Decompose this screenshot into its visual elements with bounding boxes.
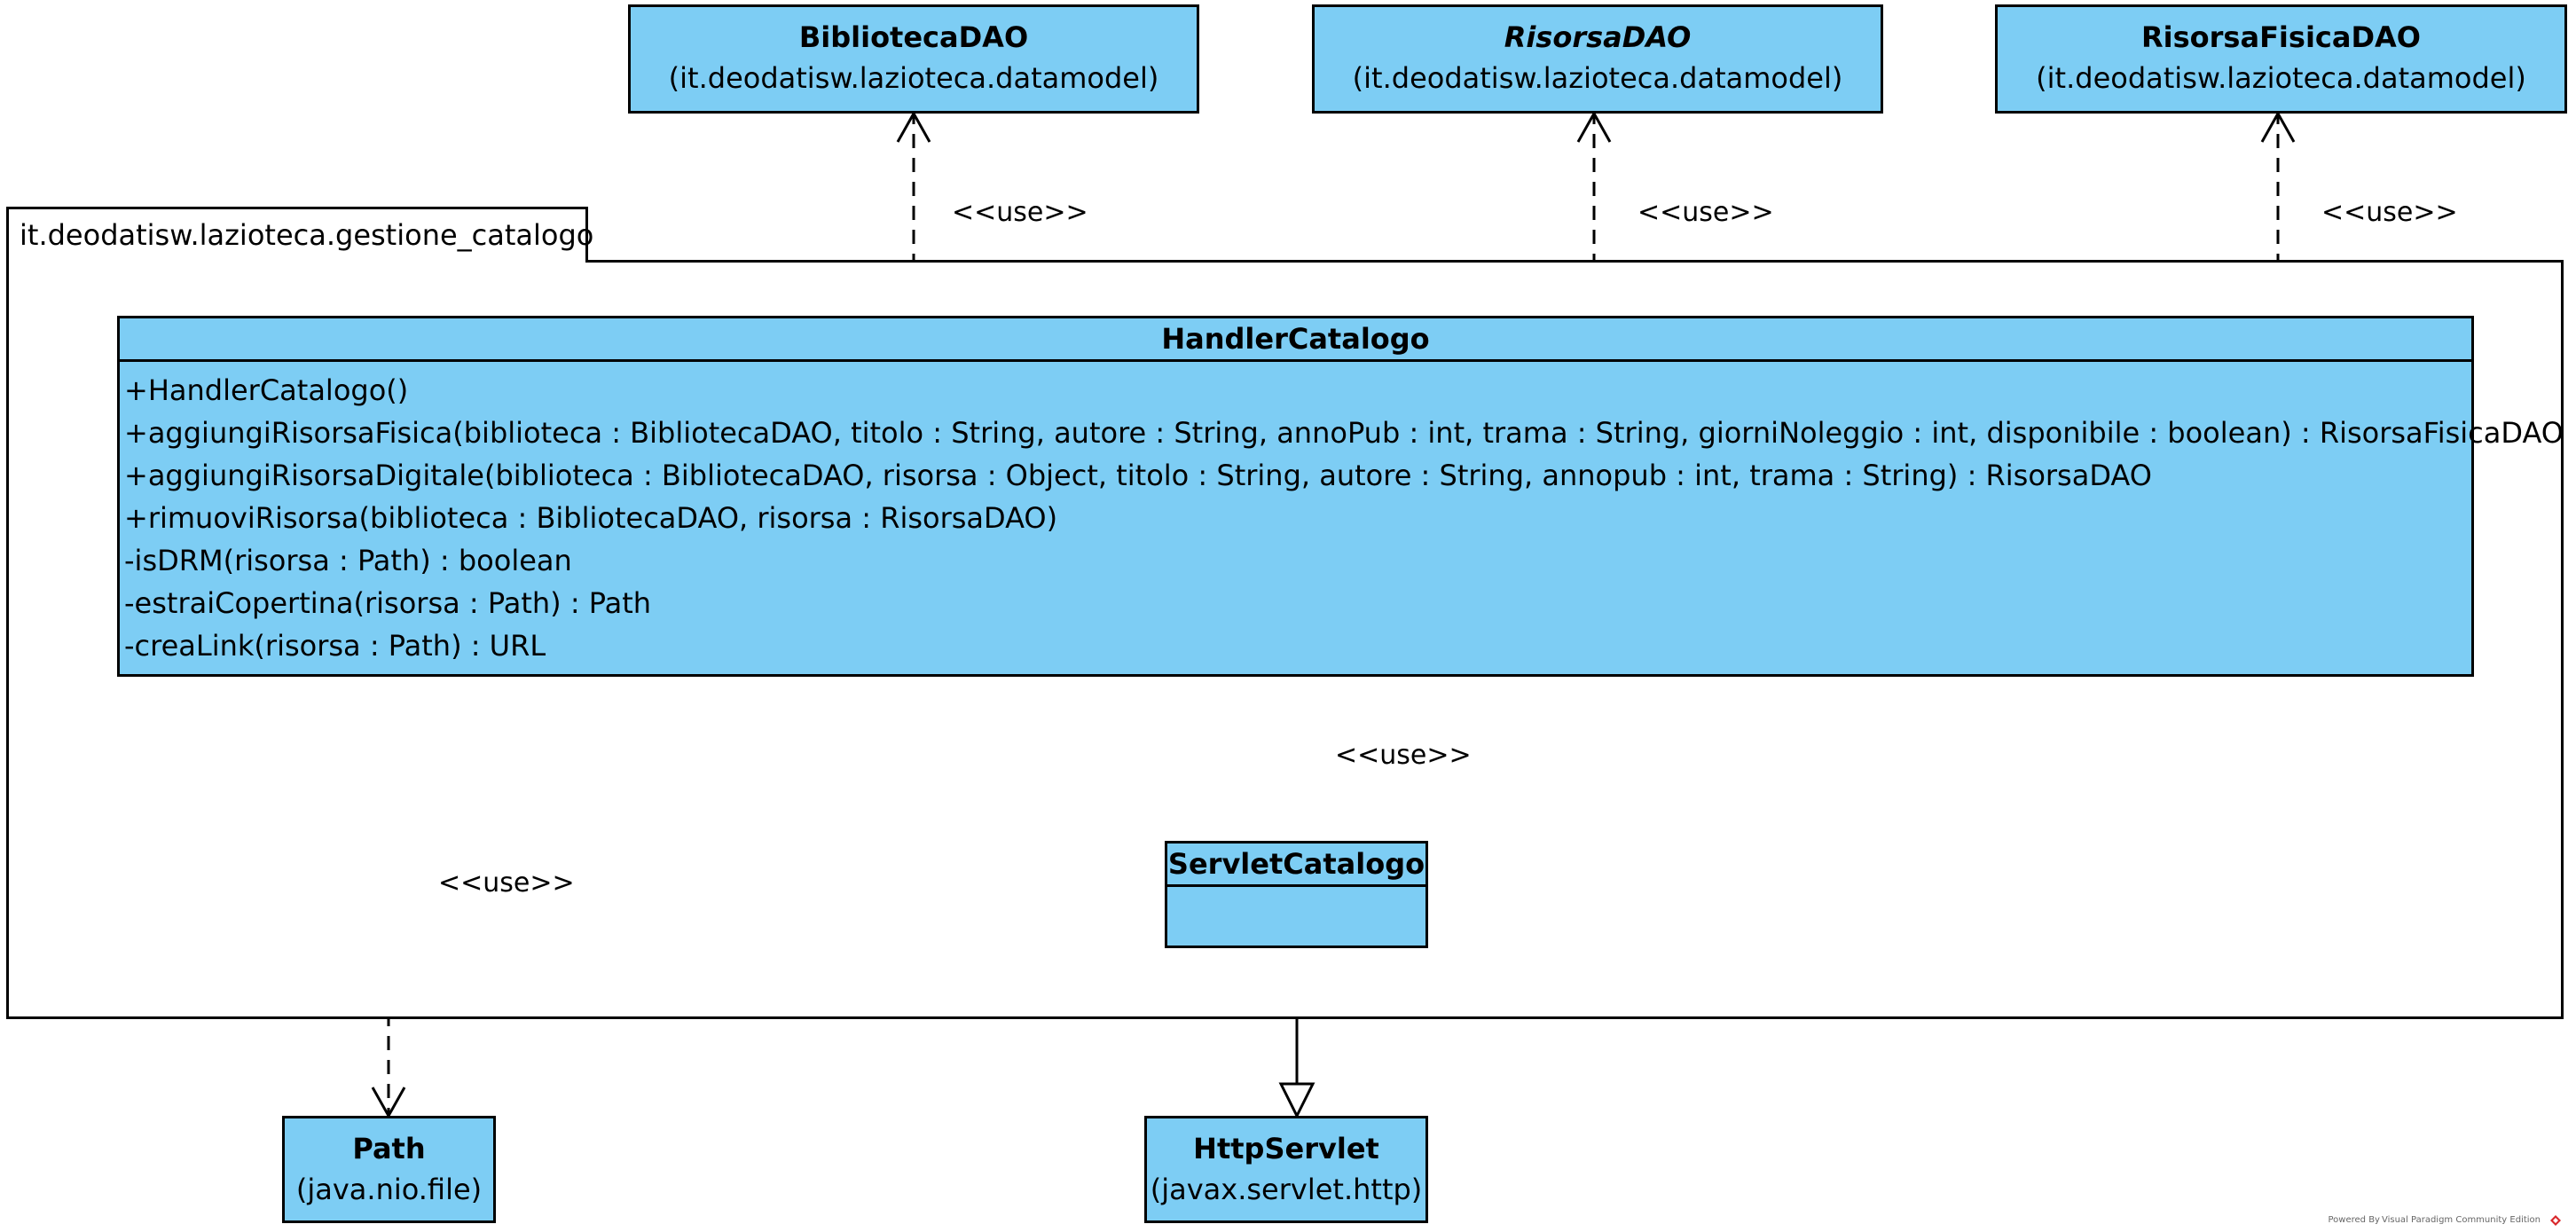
- operation: +rimuoviRisorsa(biblioteca : BibliotecaD…: [124, 501, 1058, 535]
- operation: -creaLink(risorsa : Path) : URL: [124, 629, 546, 663]
- stereotype-label: <<use>>: [1637, 197, 1774, 228]
- stereotype-label: <<use>>: [438, 867, 575, 898]
- operation: +aggiungiRisorsaDigitale(biblioteca : Bi…: [124, 459, 2152, 492]
- class-http-servlet[interactable]: HttpServlet (javax.servlet.http): [1144, 1116, 1428, 1223]
- package-name: it.deodatisw.lazioteca.gestione_catalogo: [6, 207, 593, 263]
- class-package: (it.deodatisw.lazioteca.datamodel): [668, 61, 1159, 95]
- class-name: ServletCatalogo: [1167, 844, 1425, 887]
- class-package: (it.deodatisw.lazioteca.datamodel): [1352, 61, 1843, 95]
- class-biblioteca-dao[interactable]: BibliotecaDAO (it.deodatisw.lazioteca.da…: [628, 4, 1199, 114]
- powered-by-text: Powered By Visual Paradigm Community Edi…: [2328, 1215, 2541, 1225]
- class-name: HttpServlet: [1193, 1132, 1379, 1165]
- operation: +HandlerCatalogo(): [124, 373, 409, 407]
- class-name: RisorsaDAO: [1504, 20, 1692, 54]
- operation: -isDRM(risorsa : Path) : boolean: [124, 544, 572, 577]
- class-name: HandlerCatalogo: [120, 318, 2471, 362]
- class-handler-catalogo[interactable]: HandlerCatalogo +HandlerCatalogo() +aggi…: [117, 316, 2564, 677]
- class-name: Path: [352, 1132, 426, 1165]
- class-risorsa-fisica-dao[interactable]: RisorsaFisicaDAO (it.deodatisw.lazioteca…: [1995, 4, 2567, 114]
- operation: -estraiCopertina(risorsa : Path) : Path: [124, 586, 652, 620]
- operation: +aggiungiRisorsaFisica(biblioteca : Bibl…: [124, 416, 2564, 450]
- class-package: (javax.servlet.http): [1150, 1173, 1423, 1206]
- stereotype-label: <<use>>: [952, 197, 1088, 228]
- visual-paradigm-logo-icon: [2550, 1215, 2561, 1226]
- stereotype-label: <<use>>: [1335, 740, 1472, 771]
- operations-list: +HandlerCatalogo() +aggiungiRisorsaFisic…: [120, 362, 2564, 667]
- class-name: RisorsaFisicaDAO: [2141, 20, 2421, 54]
- class-name: BibliotecaDAO: [798, 20, 1029, 54]
- class-package: (java.nio.file): [295, 1173, 483, 1206]
- stereotype-label: <<use>>: [2321, 197, 2458, 228]
- class-risorsa-dao[interactable]: RisorsaDAO (it.deodatisw.lazioteca.datam…: [1312, 4, 1883, 114]
- class-package: (it.deodatisw.lazioteca.datamodel): [2036, 61, 2526, 95]
- class-path[interactable]: Path (java.nio.file): [282, 1116, 496, 1223]
- class-servlet-catalogo[interactable]: ServletCatalogo: [1165, 841, 1428, 948]
